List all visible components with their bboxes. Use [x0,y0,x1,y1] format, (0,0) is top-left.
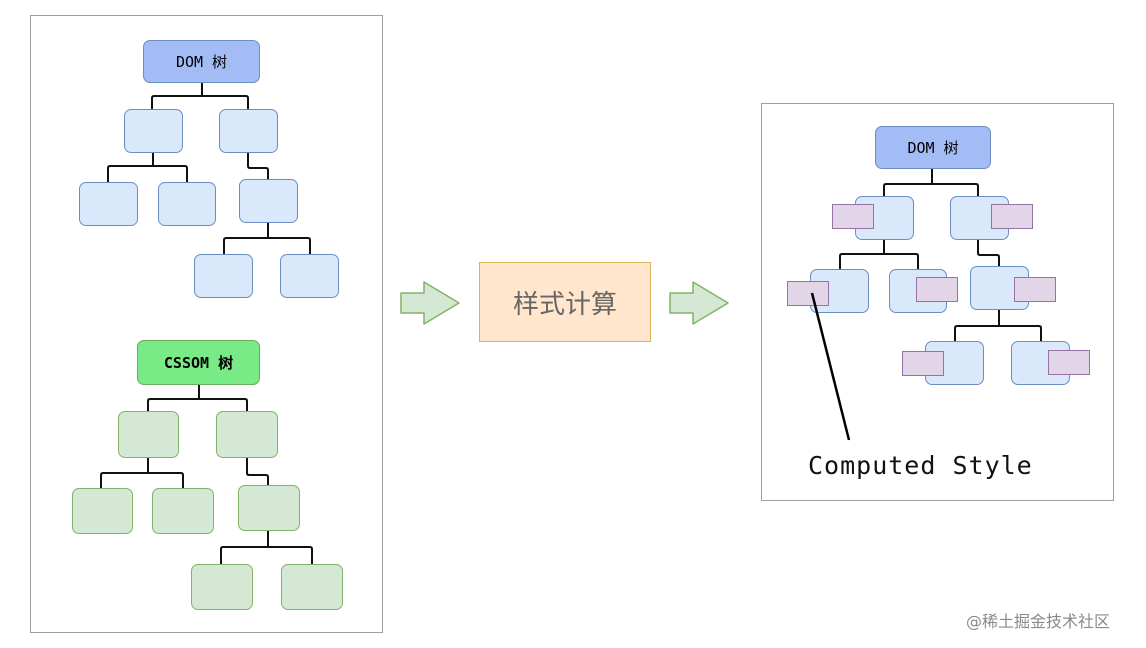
arrow-right-icon [669,281,729,325]
cssom-node [216,411,278,458]
dom-edge [107,152,154,183]
dom-node [79,182,138,226]
dom-node [219,109,278,153]
computed-style-box [916,277,958,302]
computed-style-box [1014,277,1056,302]
cssom-edge [147,384,200,412]
cssom-edge [199,398,248,412]
dom-node [239,179,298,223]
cssom-edge [100,458,149,489]
cssom-edge [148,472,184,489]
computed-style-box [1048,350,1090,375]
dom-edge [268,237,311,255]
cssom-node [72,488,133,534]
cssom-edge [220,530,269,565]
cssom-tree-title: CSSOM 树 [137,340,260,385]
dom-node [158,182,216,226]
computed-style-box [991,204,1033,229]
result-dom-tree-title: DOM 树 [875,126,991,169]
cssom-node [281,564,343,610]
cssom-edge [268,546,313,565]
dom-edge [223,222,269,255]
cssom-node [152,488,214,534]
computed-style-box [832,204,874,229]
cssom-edge [246,458,269,486]
dom-tree-title: DOM 树 [143,40,260,83]
dom-node [194,254,253,298]
dom-edge [202,95,249,110]
result-dom-node [925,341,984,385]
style-computation-step: 样式计算 [479,262,651,342]
dom-edge [247,152,269,180]
dom-edge [153,165,188,183]
arrow-right-icon [400,281,460,325]
cssom-node [118,411,179,458]
watermark: @稀土掘金技术社区 [966,612,1111,631]
cssom-node [238,485,300,531]
computed-style-label: Computed Style [808,451,1033,480]
dom-edge [151,82,203,110]
cssom-node [191,564,253,610]
dom-node [280,254,339,298]
computed-style-box [902,351,944,376]
computed-style-box [787,281,829,306]
dom-node [124,109,183,153]
